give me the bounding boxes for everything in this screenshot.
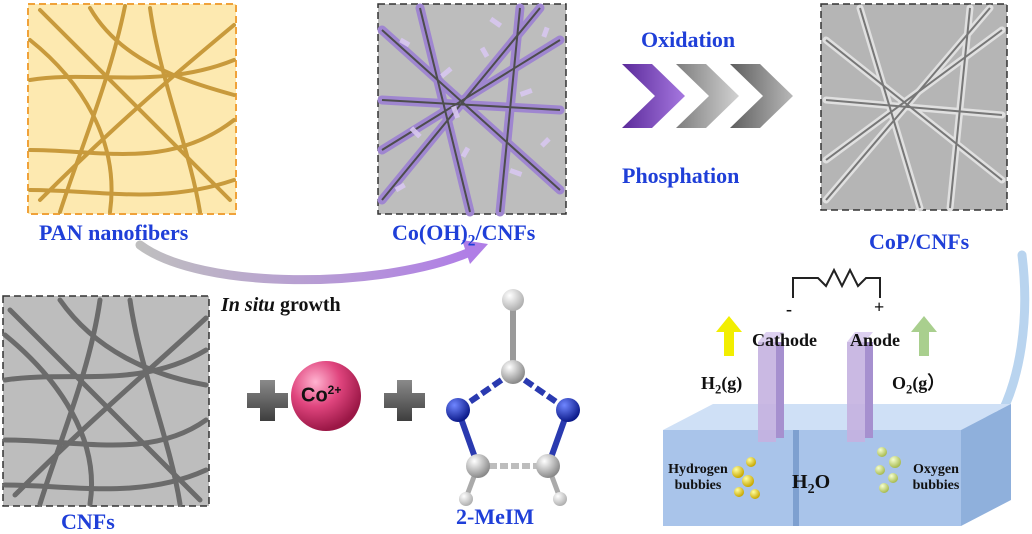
- cobalt-ion-sphere: [291, 361, 361, 431]
- pan-nanofibers-panel: [27, 3, 237, 215]
- in-situ-growth-arc: [135, 240, 475, 285]
- application-arrow: [993, 250, 1030, 425]
- anode-arrow-icon: [911, 316, 937, 356]
- phosphation-label: Phosphation: [622, 163, 740, 188]
- cathode-arrow-icon: [716, 316, 742, 356]
- minus-terminal: -: [786, 299, 792, 319]
- cooh2-cnfs-panel: [377, 3, 567, 217]
- cobalt-ion-label: Co2+: [301, 383, 342, 407]
- oxygen-gas-label: O2(g）: [892, 373, 946, 397]
- cnfs-label: CNFs: [61, 509, 115, 534]
- melm-molecule: [446, 289, 580, 506]
- oxygen-bubbles-label: Oxygen bubbies: [912, 462, 960, 494]
- anode-label: Anode: [850, 330, 901, 350]
- cop-cnfs-panel: [820, 3, 1008, 212]
- cnfs-panel: [2, 295, 210, 507]
- oxidation-phosphation-arrows: [622, 64, 793, 128]
- arc-arrowhead: [462, 240, 488, 264]
- oxygen-bubbles: [875, 447, 901, 493]
- plus-icon: [384, 380, 425, 421]
- pan-nanofibers-label: PAN nanofibers: [39, 220, 189, 245]
- hydrogen-bubbles: [732, 457, 760, 499]
- oxidation-label: Oxidation: [641, 27, 736, 52]
- water-label: H2O: [792, 471, 831, 497]
- electrolyzer: [663, 332, 1011, 526]
- external-circuit: [792, 267, 881, 298]
- plus-terminal: +: [874, 297, 885, 317]
- plus-icon: [247, 380, 288, 421]
- cooh2-cnfs-label: Co(OH)2/CNFs: [392, 220, 536, 250]
- melm-label: 2-MeIM: [456, 504, 535, 529]
- cop-cnfs-label: CoP/CNFs: [869, 229, 970, 254]
- hydrogen-gas-label: H2(g): [701, 373, 743, 397]
- hydrogen-bubbles-label: Hydrogen bubbies: [668, 462, 728, 494]
- cathode-label: Cathode: [752, 330, 818, 350]
- in-situ-growth-label: In situ growth: [221, 294, 341, 316]
